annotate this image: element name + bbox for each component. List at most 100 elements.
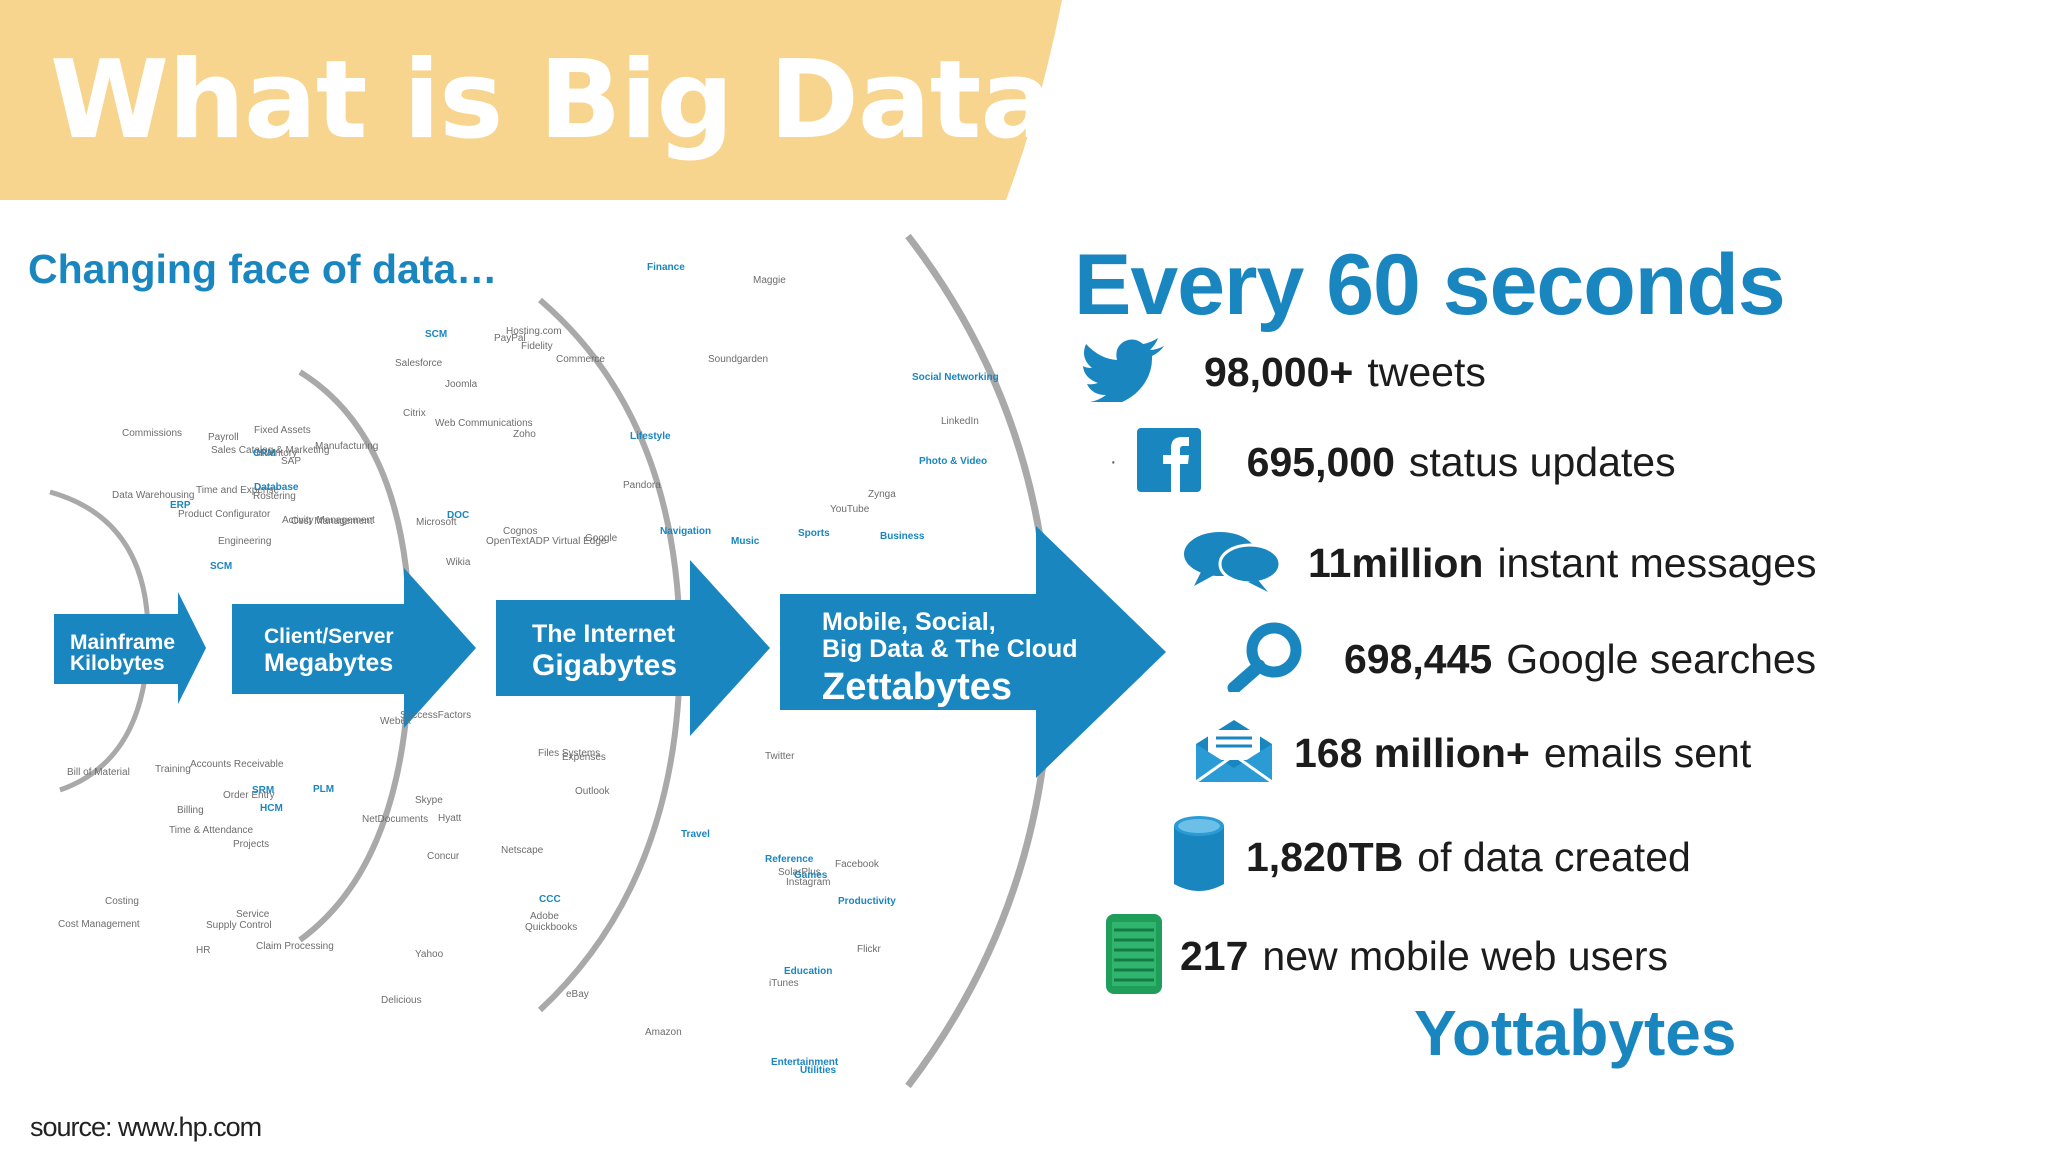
arrow-mainframe-line1: Mainframe [70, 631, 176, 654]
word-cloud-term: CRM [253, 448, 276, 459]
stat-row-google-searches: 698,445 Google searches [1226, 622, 1816, 697]
chat-bubbles-icon [1184, 530, 1282, 597]
arrow-mobile-cloud-line1: Mobile, Social, [822, 608, 996, 636]
word-cloud-term: Flickr [857, 944, 881, 955]
arrow-internet [496, 560, 770, 736]
word-cloud-term: Soundgarden [708, 354, 769, 365]
arrow-internet-line1: The Internet [532, 620, 676, 648]
arrow-client-server-line1: Client/Server [264, 625, 394, 648]
word-cloud-term: Bill of Material [67, 767, 130, 778]
twitter-bird-icon [1080, 338, 1166, 407]
word-cloud-term: Instagram [786, 877, 831, 888]
stat-value-emails-sent: 168 million+ [1294, 730, 1530, 776]
stat-row-status-updates: · 695,000 status updates [1110, 428, 1676, 497]
word-cloud-term: Expenses [562, 752, 606, 763]
word-cloud-term: Games [794, 870, 828, 881]
stat-row-data-created: 1,820TB of data created [1174, 816, 1691, 899]
slide-title: What is Big Data? [50, 38, 1115, 163]
word-cloud-term: Citrix [403, 408, 426, 419]
word-cloud-term: Google [585, 533, 618, 544]
word-cloud-term: SCM [425, 329, 448, 340]
word-cloud-term: Salesforce [395, 358, 443, 369]
word-cloud-term: SAP [281, 456, 302, 467]
arrow-mainframe [54, 592, 206, 704]
stat-value-status-updates: 695,000 [1246, 439, 1395, 485]
word-cloud-term: HCM [260, 803, 283, 814]
word-cloud-term: Data Warehousing [112, 490, 195, 501]
stat-text-status-updates: status updates [1408, 439, 1676, 485]
word-cloud-term: Reference [765, 854, 814, 865]
word-cloud-term: Engineering [218, 536, 272, 547]
word-cloud-term: CCC [539, 894, 561, 905]
word-cloud-term: Zoho [513, 429, 536, 440]
word-cloud-term: Time & Attendance [169, 825, 254, 836]
word-cloud-term: Quickbooks [525, 922, 578, 933]
word-cloud-term: Sales Catalog & Marketing [211, 445, 330, 456]
database-cylinder-icon [1174, 816, 1224, 899]
envelope-icon [1194, 718, 1274, 789]
word-cloud-term: Cognos [503, 526, 538, 537]
word-cloud-term: Maggie [753, 275, 786, 286]
arrow-client-server [232, 568, 476, 728]
arrow-internet-line2: Gigabytes [532, 649, 678, 682]
word-cloud-term: Zynga [868, 489, 896, 500]
word-cloud-term: Hosting.com [506, 326, 562, 337]
word-cloud-term: Cost Management [291, 516, 373, 527]
word-cloud-term: Billing [177, 805, 204, 816]
data-evolution-diagram [49, 233, 1166, 1089]
arrow-client-server-line2: Megabytes [264, 649, 394, 677]
word-cloud-term: SRM [252, 785, 275, 796]
word-cloud-term: Service [236, 909, 270, 920]
every-60-seconds-heading: Every 60 seconds [1074, 237, 1786, 333]
word-cloud-term: YouTube [830, 504, 870, 515]
word-cloud-term: Database [254, 482, 299, 493]
word-cloud-term: PLM [313, 784, 335, 795]
arrow-mobile-cloud-line2: Big Data & The Cloud [822, 635, 1078, 663]
word-cloud-term: ADP Virtual Edge [529, 536, 607, 547]
word-cloud-term: Education [784, 966, 833, 977]
word-cloud-term: Manufacturing [315, 441, 379, 452]
word-cloud-term: Yahoo [415, 949, 444, 960]
word-cloud-term: Microsoft [416, 517, 457, 528]
word-cloud-term: Commerce [556, 354, 605, 365]
word-cloud-term: SolarPlus [778, 867, 821, 878]
stat-value-instant-messages: 11million [1308, 540, 1484, 586]
word-cloud-term: Claim Processing [256, 941, 334, 952]
word-cloud-term: Facebook [835, 859, 879, 870]
word-cloud-term: Inventory [256, 448, 298, 459]
stat-text-emails-sent: emails sent [1543, 730, 1752, 776]
word-cloud-term: PayPal [494, 333, 526, 344]
word-cloud-term: Time and Expense [196, 485, 280, 496]
stat-row-instant-messages: 11million instant messages [1184, 530, 1817, 597]
word-cloud-term: Joomla [445, 379, 478, 390]
arrow-mobile-cloud-line3: Zettabytes [822, 666, 1013, 708]
word-cloud-term: Order Entry [223, 790, 275, 801]
stat-value-google-searches: 698,445 [1344, 636, 1493, 682]
word-cloud-term: Utilities [800, 1065, 837, 1076]
stat-row-tweets: 98,000+ tweets [1080, 338, 1486, 407]
title-band: What is Big Data? [0, 0, 1115, 200]
word-cloud-term: Activity Management [282, 515, 375, 526]
word-cloud-term: Social Networking [912, 372, 999, 383]
word-cloud-term: Costing [105, 896, 139, 907]
word-cloud-term: Concur [427, 851, 460, 862]
word-cloud-term: SuccessFactors [400, 710, 472, 721]
word-cloud-term: Business [880, 531, 925, 542]
word-cloud-term: Entertainment [771, 1057, 839, 1068]
word-cloud-term: Lifestyle [630, 431, 671, 442]
stat-value-data-created: 1,820TB [1246, 834, 1404, 880]
word-cloud-term: Outlook [575, 786, 610, 797]
word-cloud-term: SCM [210, 561, 233, 572]
word-cloud-term: Adobe [530, 911, 559, 922]
word-cloud-term: Wikia [446, 557, 471, 568]
source-credit: source: www.hp.com [30, 1112, 262, 1142]
word-cloud-term: NetDocuments [362, 814, 429, 825]
word-cloud-term: iTunes [769, 978, 799, 989]
word-cloud-term: Product Configurator [178, 509, 271, 520]
magnifier-icon [1226, 622, 1306, 697]
arrow-label-internet: The Internet Gigabytes [532, 622, 677, 681]
word-cloud-term: OpenText [486, 536, 529, 547]
word-cloud-term: Delicious [381, 995, 422, 1006]
word-cloud-term: Skype [415, 795, 443, 806]
stat-text-tweets: tweets [1367, 349, 1486, 395]
